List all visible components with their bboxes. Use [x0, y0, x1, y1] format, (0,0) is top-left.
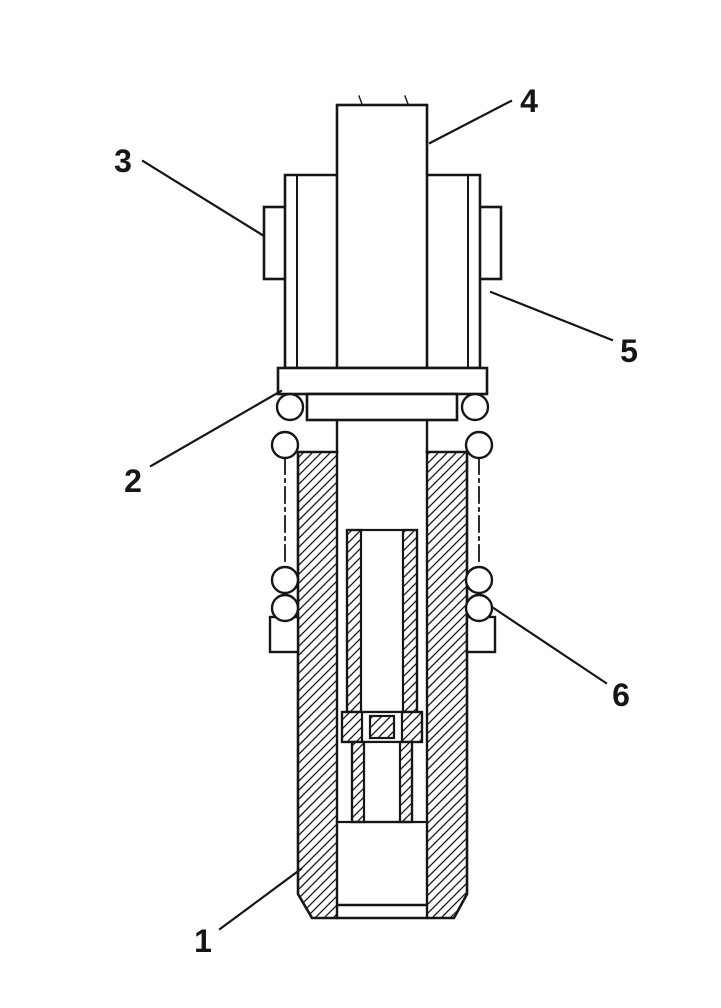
callout-6: 6 [490, 605, 630, 713]
callout-3: 3 [114, 143, 266, 238]
sleeve-left-wall [345, 528, 363, 714]
stem-to-body-lines [335, 418, 429, 454]
lower-stem-right-wall [398, 740, 414, 824]
leader-line-1 [218, 867, 303, 931]
o-ring [270, 565, 300, 595]
leader-line-3 [141, 159, 266, 238]
o-ring [464, 565, 494, 595]
callout-label-1: 1 [194, 923, 212, 959]
leader-line-5 [489, 290, 614, 342]
body-outline [296, 450, 469, 920]
callout-2: 2 [124, 389, 283, 499]
lower-o-rings [270, 565, 494, 623]
callout-label-3: 3 [114, 143, 132, 179]
callout-label-6: 6 [612, 677, 630, 713]
right-wall-hatch [427, 452, 467, 918]
o-ring [270, 430, 300, 460]
leader-line-4 [428, 99, 513, 145]
leader-line-6 [490, 605, 608, 685]
housing-inner-walls [296, 176, 469, 368]
callout-label-4: 4 [520, 83, 538, 119]
solenoid-actuator [262, 95, 503, 422]
o-ring [460, 392, 490, 422]
callout-label-2: 2 [124, 463, 142, 499]
spool-land-right [400, 710, 424, 744]
right-hex-flat [465, 615, 497, 654]
mounting-flange [276, 366, 489, 396]
callouts: 1 2 3 4 5 6 [114, 83, 638, 959]
bore-walls [335, 450, 429, 920]
callout-1: 1 [194, 867, 303, 959]
leader-line-2 [149, 389, 283, 468]
retaining-nut [305, 392, 459, 422]
o-ring [464, 593, 494, 623]
armature-top-ticks [358, 95, 409, 105]
spool-internals [335, 528, 429, 824]
lower-stem-left-wall [350, 740, 366, 824]
callout-5: 5 [489, 290, 638, 369]
o-ring [275, 392, 305, 422]
upper-o-rings [270, 392, 494, 460]
o-ring [270, 593, 300, 623]
centerlines [284, 457, 480, 567]
spool-land-left [340, 710, 364, 744]
left-wall-hatch [298, 452, 337, 918]
callout-4: 4 [428, 83, 538, 145]
left-hex-flat [268, 615, 300, 654]
o-ring [464, 430, 494, 460]
valve-body [268, 418, 497, 920]
spool-center-plug [368, 714, 396, 740]
sleeve-right-wall [401, 528, 419, 714]
callout-label-5: 5 [620, 333, 638, 369]
armature [335, 103, 429, 370]
